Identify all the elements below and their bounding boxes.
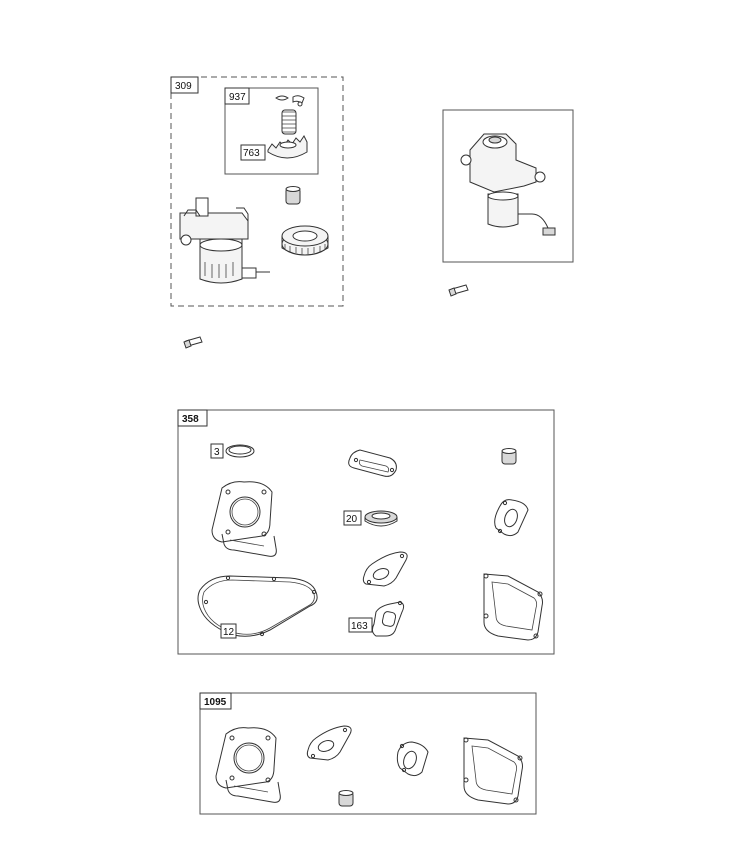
drive-kit-label: 937 bbox=[229, 92, 246, 103]
bushing-icon bbox=[285, 186, 301, 205]
intake-gasket-label-box bbox=[348, 617, 373, 633]
breather-gasket-icon bbox=[348, 449, 397, 477]
o-ring-icon bbox=[225, 444, 255, 458]
starter-motor-icon bbox=[179, 197, 270, 284]
oil-seal-label: 20 bbox=[346, 514, 358, 525]
o-ring-label-box bbox=[210, 443, 224, 459]
crankcase-gasket-label-box bbox=[220, 623, 237, 639]
starter-kit-group: 309 937 763 bbox=[170, 76, 344, 307]
oil-seal-label-box bbox=[343, 510, 362, 526]
oil-seal-icon bbox=[364, 510, 398, 527]
pinion-gear-icon bbox=[267, 135, 308, 159]
drive-kit-frame bbox=[224, 87, 319, 175]
valve-gasket-set-label: 1095 bbox=[204, 697, 227, 708]
valve-cover-gasket-icon bbox=[483, 573, 543, 641]
electric-starter-frame bbox=[442, 109, 574, 263]
electric-starter-bolt-icon bbox=[448, 284, 469, 297]
exhaust-gasket-2-icon bbox=[396, 741, 429, 777]
exhaust-gasket-icon bbox=[494, 499, 529, 537]
electric-starter-icon bbox=[460, 133, 556, 236]
valve-gasket-set-frame bbox=[199, 692, 537, 815]
intake-gasket-icon bbox=[371, 600, 405, 637]
o-ring-label: 3 bbox=[214, 447, 220, 458]
starter-kit-label: 309 bbox=[175, 81, 192, 92]
carburetor-gasket-icon bbox=[362, 551, 408, 587]
engine-gasket-set-label: 358 bbox=[182, 414, 199, 425]
drive-clip-icon bbox=[275, 95, 305, 107]
valve-gasket-set-label-box bbox=[199, 692, 232, 710]
intake-gasket-label: 163 bbox=[351, 621, 368, 632]
starter-kit-frame bbox=[170, 76, 344, 307]
flywheel-ring-icon bbox=[281, 225, 329, 256]
carburetor-gasket-2-icon bbox=[306, 725, 352, 761]
crankcase-gasket-icon bbox=[197, 575, 318, 637]
head-gasket-2-icon bbox=[215, 727, 281, 803]
dowel-pin-2-icon bbox=[338, 790, 354, 807]
starter-bolt-icon bbox=[183, 336, 203, 349]
head-gasket-icon bbox=[211, 481, 277, 557]
engine-gasket-set-label-box bbox=[177, 409, 208, 427]
valve-cover-gasket-2-icon bbox=[463, 737, 523, 805]
pinion-gear-label-box bbox=[240, 144, 266, 161]
engine-gasket-set-group: 358 3 bbox=[177, 409, 555, 655]
dowel-pin-icon bbox=[501, 448, 517, 465]
drive-kit-label-box bbox=[224, 87, 250, 105]
crankcase-gasket-label: 12 bbox=[223, 627, 235, 638]
drive-spring-icon bbox=[281, 109, 297, 135]
valve-gasket-set-group: 1095 bbox=[199, 692, 537, 815]
electric-starter-group bbox=[442, 109, 574, 263]
engine-gasket-set-frame bbox=[177, 409, 555, 655]
pinion-gear-label: 763 bbox=[243, 148, 260, 159]
starter-kit-label-box bbox=[170, 76, 199, 94]
